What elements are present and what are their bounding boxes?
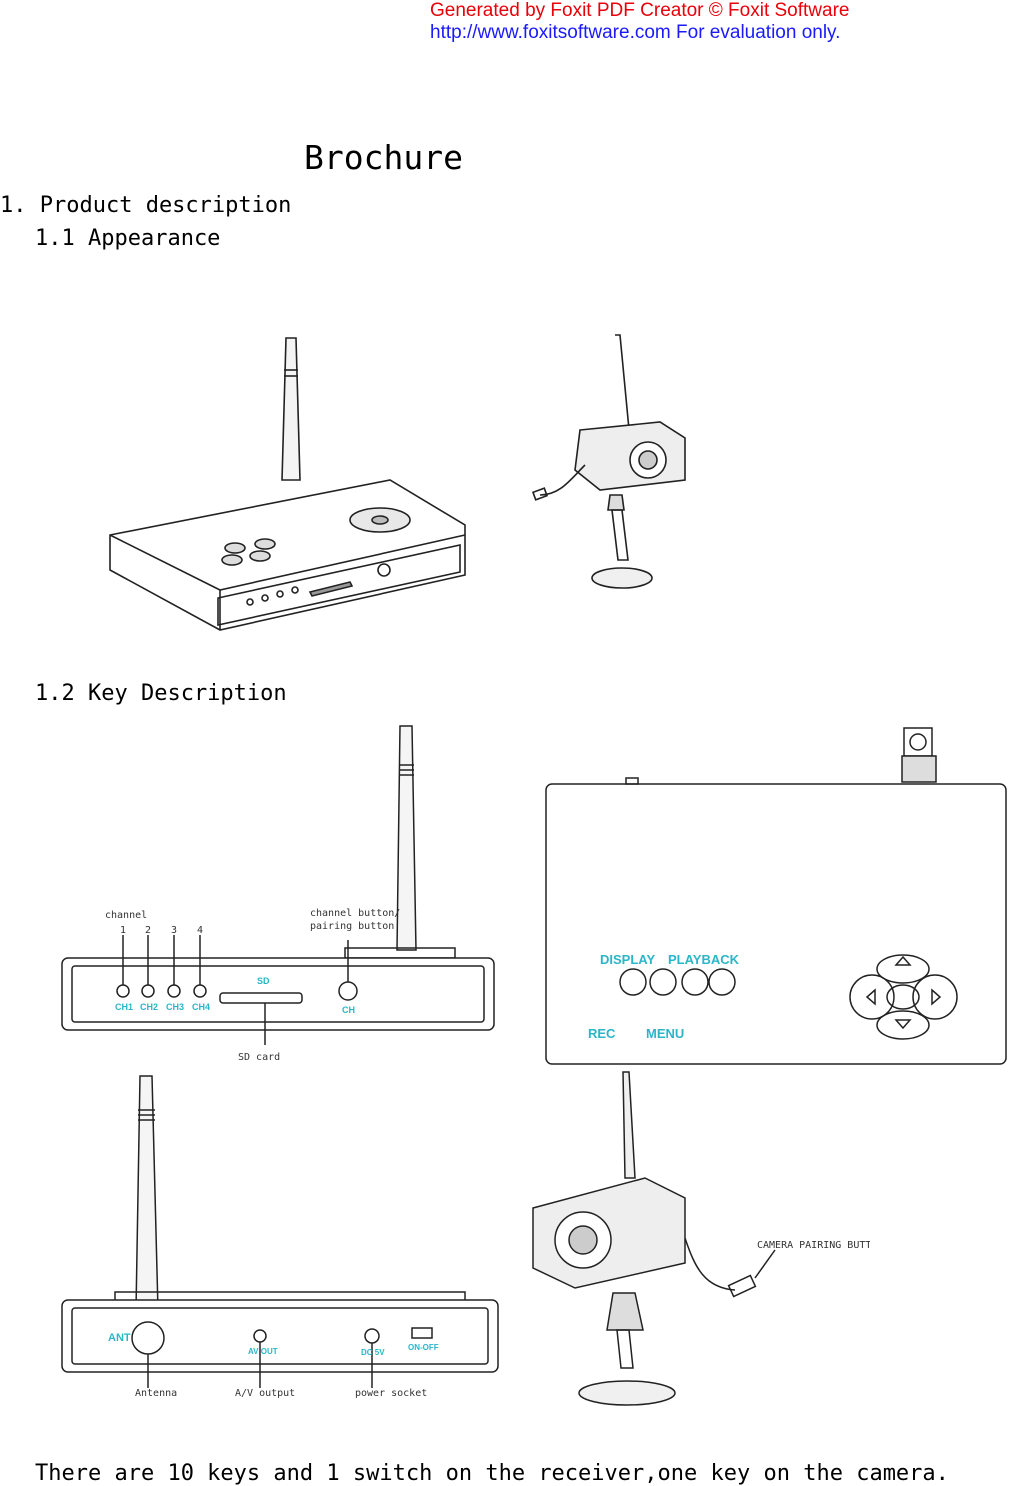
- back-panel-diagram: ANT AV OUT DC 5V ON-OFF Antenna A/V outp…: [61, 1075, 499, 1399]
- led-ch1-label: CH1: [115, 1002, 133, 1012]
- av-out-label: AV OUT: [248, 1347, 278, 1356]
- sd-slot-label: SD: [257, 976, 270, 986]
- led-ch3-label: CH3: [166, 1002, 184, 1012]
- channel-number-2: 2: [145, 925, 151, 936]
- channel-number-4: 4: [197, 925, 203, 936]
- section-heading-appearance: 1.1 Appearance: [35, 226, 221, 251]
- channel-label: channel: [105, 910, 147, 921]
- sd-card-label: SD card: [238, 1052, 280, 1063]
- section-heading-key-description: 1.2 Key Description: [35, 681, 287, 706]
- camera-diagram: CAMERA PAIRING BUTTON: [532, 1071, 870, 1406]
- playback-label: PLAYBACK: [668, 952, 740, 967]
- on-off-label: ON-OFF: [408, 1343, 439, 1352]
- front-panel-diagram: channel 1 2 3 4 channel button/ pairing …: [61, 725, 495, 1063]
- display-label: DISPLAY: [600, 952, 655, 967]
- camera-pairing-button-label: CAMERA PAIRING BUTTON: [757, 1240, 870, 1251]
- power-socket-label: power socket: [355, 1388, 427, 1399]
- menu-label: MENU: [646, 1026, 684, 1041]
- watermark-line2[interactable]: http://www.foxitsoftware.com For evaluat…: [430, 22, 841, 43]
- channel-button-label-1: channel button/: [310, 908, 400, 919]
- rec-label: REC: [588, 1026, 616, 1041]
- ch-button-label: CH: [342, 1005, 355, 1015]
- antenna-label: Antenna: [135, 1388, 177, 1399]
- channel-number-1: 1: [120, 925, 126, 936]
- channel-number-3: 3: [171, 925, 177, 936]
- dc-label: DC 5V: [361, 1348, 385, 1357]
- av-output-label: A/V output: [235, 1388, 295, 1399]
- channel-button-label-2: pairing button: [310, 921, 394, 932]
- led-ch2-label: CH2: [140, 1002, 158, 1012]
- ant-label: ANT: [108, 1332, 131, 1344]
- led-ch4-label: CH4: [192, 1002, 210, 1012]
- foxit-watermark: Generated by Foxit PDF Creator © Foxit S…: [430, 0, 849, 44]
- page-title: Brochure: [304, 138, 463, 177]
- footer-text: There are 10 keys and 1 switch on the re…: [35, 1461, 949, 1486]
- top-panel-diagram: DISPLAY PLAYBACK REC MENU: [545, 727, 1007, 1065]
- watermark-line1: Generated by Foxit PDF Creator © Foxit S…: [430, 0, 850, 21]
- appearance-illustration: [109, 334, 686, 631]
- section-heading-product-description: 1. Product description: [0, 193, 292, 218]
